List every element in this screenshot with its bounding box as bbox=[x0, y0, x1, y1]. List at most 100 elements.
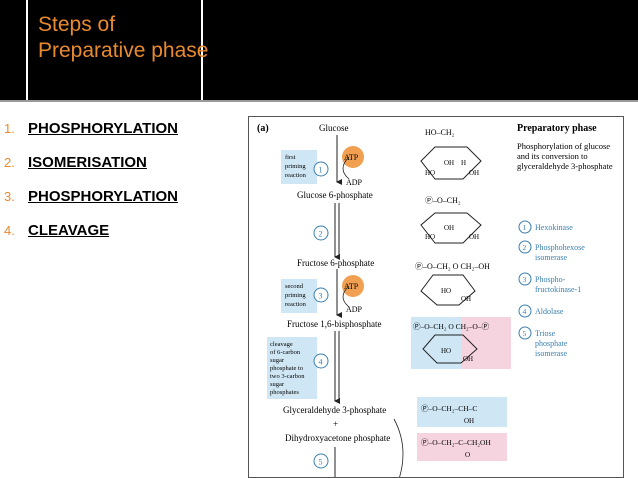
struct-label: Ⓟ–O–CH₂ O CH₂–O–Ⓟ bbox=[413, 322, 490, 331]
metabolite-dhap: Dihydroxyacetone phosphate bbox=[285, 433, 390, 443]
g6p-ring bbox=[420, 212, 482, 244]
step-label: PHOSPHORYLATION bbox=[28, 120, 179, 137]
step-number: 3. bbox=[4, 189, 15, 204]
step-item: 3. PHOSPHORYLATION bbox=[0, 188, 178, 222]
step-marker-5 bbox=[313, 453, 329, 469]
atp-label: ATP bbox=[344, 153, 359, 162]
step-marker-1 bbox=[313, 161, 329, 177]
title-bar bbox=[0, 0, 638, 100]
adp-label: ADP bbox=[346, 178, 363, 187]
enzyme-name: Phosphohexose bbox=[535, 243, 585, 252]
enzyme-number: 5 bbox=[523, 329, 527, 338]
struct-label: Ⓟ–O–CH₂–C–CH₂OH bbox=[421, 438, 491, 447]
struct-label: O bbox=[465, 451, 470, 459]
step-item: 4.CLEAVAGE bbox=[0, 222, 178, 256]
struct-label: Ⓟ–O–CH₂ O CH₂–OH bbox=[415, 262, 490, 271]
enzyme-number: 4 bbox=[523, 307, 527, 316]
note-text: priming bbox=[285, 163, 306, 170]
enzyme-marker bbox=[518, 326, 532, 340]
struct-label: OH bbox=[469, 233, 479, 241]
metabolite-glucose: Glucose bbox=[319, 123, 349, 133]
step-number-text: 2 bbox=[319, 230, 323, 239]
note-cleavage-bg bbox=[267, 337, 317, 399]
struct-label: OH bbox=[444, 159, 454, 167]
struct-label: HO bbox=[425, 169, 435, 177]
phase-desc-line: and its conversion to bbox=[517, 151, 588, 161]
struct-label: HO bbox=[441, 347, 451, 355]
step-label: PHOSPHORYLATION bbox=[28, 188, 179, 205]
note-text: phosphate to bbox=[270, 365, 303, 372]
step-item: 1. PHOSPHORYLATION bbox=[0, 120, 178, 154]
enzyme-name: isomerase bbox=[535, 349, 567, 358]
metabolite-g6p: Glucose 6-phosphate bbox=[297, 190, 373, 200]
struct-label: HO bbox=[425, 233, 435, 241]
step-number: 2. bbox=[4, 155, 15, 170]
metabolite-f16bp: Fructose 1,6-bisphosphate bbox=[287, 319, 382, 329]
enzyme-name: isomerase bbox=[535, 253, 567, 262]
glycolysis-diagram: (a) Preparatory phase Phosphorylation of… bbox=[257, 123, 613, 477]
note-text: cleavage bbox=[270, 341, 293, 348]
adp-label: ADP bbox=[346, 305, 363, 314]
atp-curve-arrow bbox=[342, 156, 350, 180]
gap-structure-box bbox=[417, 397, 507, 427]
step-item: 2. ISOMERISATION bbox=[0, 154, 178, 188]
enzyme-name: phosphate bbox=[535, 339, 568, 348]
struct-label: HO–CH₂ bbox=[425, 128, 455, 137]
note-text: reaction bbox=[285, 301, 307, 308]
enzyme-number: 2 bbox=[523, 243, 527, 252]
enzyme-number: 1 bbox=[523, 223, 527, 232]
atp-curve-arrow bbox=[342, 285, 350, 308]
atp-badge bbox=[342, 146, 364, 168]
step-number-text: 3 bbox=[319, 292, 323, 301]
enzyme-name: Triose bbox=[535, 329, 556, 338]
note-first-priming-bg bbox=[281, 150, 317, 184]
step-marker-4 bbox=[313, 353, 329, 369]
step-marker-3 bbox=[313, 287, 329, 303]
note-text: second bbox=[285, 283, 304, 290]
enzyme-marker bbox=[518, 220, 532, 234]
title-underline bbox=[0, 100, 638, 102]
f16bp-pink-half bbox=[461, 317, 511, 369]
struct-label: Ⓟ–O–CH₂–CH–C bbox=[421, 404, 477, 413]
slide-title-line1: Steps of bbox=[38, 13, 116, 36]
atp-label: ATP bbox=[344, 282, 359, 291]
enzyme-number: 3 bbox=[523, 275, 527, 284]
phase-title: Preparatory phase bbox=[517, 123, 597, 134]
f16bp-blue-half bbox=[411, 317, 461, 369]
f6p-ring bbox=[420, 274, 476, 306]
step-number: 1. bbox=[4, 121, 15, 136]
struct-label: OH bbox=[464, 417, 474, 425]
step-number-text: 1 bbox=[319, 166, 323, 175]
metabolite-gap: Glyceraldehyde 3-phosphate bbox=[283, 405, 386, 415]
struct-label: OH bbox=[444, 224, 454, 232]
note-text: phosphates bbox=[270, 389, 299, 396]
panel-label: (a) bbox=[257, 123, 269, 134]
glucose-ring bbox=[420, 146, 482, 180]
note-text: sugar bbox=[270, 381, 285, 388]
enzyme-marker bbox=[518, 240, 532, 254]
enzyme-name: Phospho- bbox=[535, 275, 566, 284]
enzyme-name: Aldolase bbox=[535, 307, 564, 316]
struct-label: OH bbox=[463, 355, 473, 363]
struct-label: Ⓟ–O–CH₂ bbox=[425, 196, 461, 205]
note-text: priming bbox=[285, 292, 306, 299]
slide-title: Steps of Preparative phase bbox=[38, 12, 208, 64]
enzyme-marker bbox=[518, 304, 532, 318]
note-text: reaction bbox=[285, 172, 307, 179]
struct-label: HO bbox=[441, 287, 451, 295]
step-number-text: 5 bbox=[319, 458, 323, 467]
note-text: first bbox=[285, 154, 296, 161]
enzyme-marker bbox=[518, 272, 532, 286]
title-divider-right bbox=[201, 0, 203, 100]
step-label: ISOMERISATION bbox=[28, 154, 147, 171]
note-second-priming-bg bbox=[281, 279, 317, 313]
atp-badge bbox=[342, 275, 364, 297]
f16bp-ring bbox=[422, 334, 478, 364]
glycolysis-figure: (a) Preparatory phase Phosphorylation of… bbox=[248, 116, 624, 478]
note-text: sugar bbox=[270, 357, 285, 364]
struct-label: OH bbox=[469, 169, 479, 177]
step-number: 4. bbox=[4, 223, 15, 238]
steps-list: 1. PHOSPHORYLATION 2. ISOMERISATION 3. PHOS… bbox=[0, 120, 178, 256]
note-text: of 6-carbon bbox=[270, 349, 301, 356]
phase-desc-line: glyceraldehyde 3-phosphate bbox=[517, 161, 613, 171]
